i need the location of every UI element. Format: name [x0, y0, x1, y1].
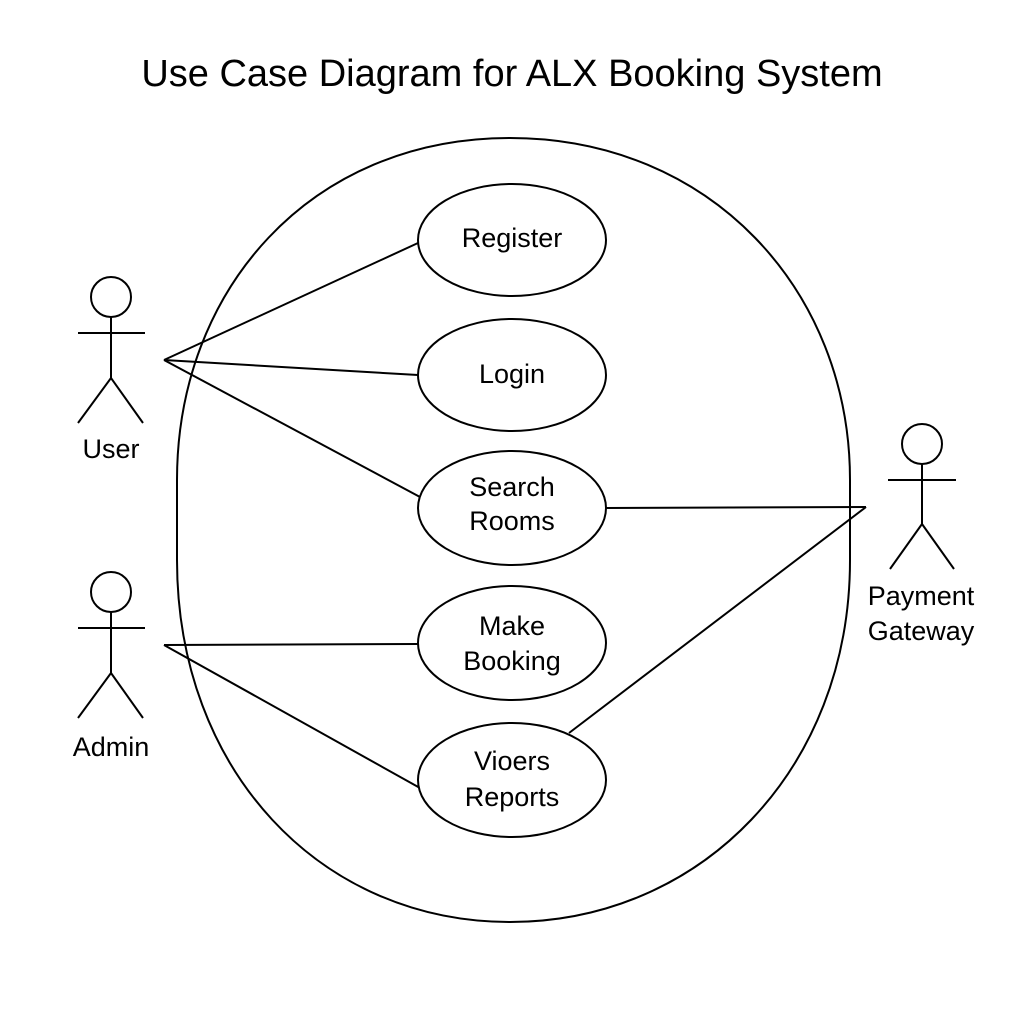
use-case-make-booking[interactable]: Make Booking	[417, 585, 607, 701]
actor-label: Admin	[73, 732, 150, 762]
use-case-label: Register	[462, 223, 563, 253]
use-case-label-line-2: Rooms	[469, 506, 555, 536]
actor-payment-gateway[interactable]: Payment Gateway	[868, 423, 975, 646]
association-admin-reports	[163, 644, 421, 789]
use-case-label-line-2: Booking	[463, 646, 561, 676]
association-lines	[163, 242, 867, 789]
association-search-rooms-payment	[605, 506, 867, 509]
actor-label-line-2: Gateway	[868, 616, 975, 646]
stick-figure-icon	[77, 276, 145, 424]
use-case-ellipse	[417, 183, 607, 297]
stick-figure-icon	[888, 423, 956, 570]
use-case-ellipse	[417, 722, 607, 838]
use-case-search-rooms[interactable]: Search Rooms	[417, 450, 607, 566]
association-user-search-rooms	[163, 359, 421, 498]
use-case-label-line-2: Reports	[465, 782, 560, 812]
use-case-login[interactable]: Login	[417, 318, 607, 432]
use-case-label: Login	[479, 359, 545, 389]
use-case-ellipse	[417, 450, 607, 566]
association-user-login	[163, 359, 419, 376]
diagram-title: Use Case Diagram for ALX Booking System	[141, 53, 882, 95]
association-admin-make-booking	[163, 643, 419, 646]
association-reports-payment	[568, 506, 867, 734]
use-case-label-line-1: Search	[469, 472, 555, 502]
use-case-ellipse	[417, 318, 607, 432]
association-user-register	[163, 242, 419, 361]
actor-admin[interactable]: Admin	[73, 571, 150, 762]
actor-user[interactable]: User	[77, 276, 145, 464]
actor-label-line-1: Payment	[868, 581, 975, 611]
system-boundary	[176, 136, 851, 924]
use-case-ellipse	[417, 585, 607, 701]
use-case-register[interactable]: Register	[417, 183, 607, 297]
use-case-label-line-1: Vioers	[474, 746, 550, 776]
use-case-reports[interactable]: Vioers Reports	[417, 722, 607, 838]
use-case-label-line-1: Make	[479, 611, 545, 641]
stick-figure-icon	[77, 571, 145, 719]
actor-label: User	[82, 434, 139, 464]
